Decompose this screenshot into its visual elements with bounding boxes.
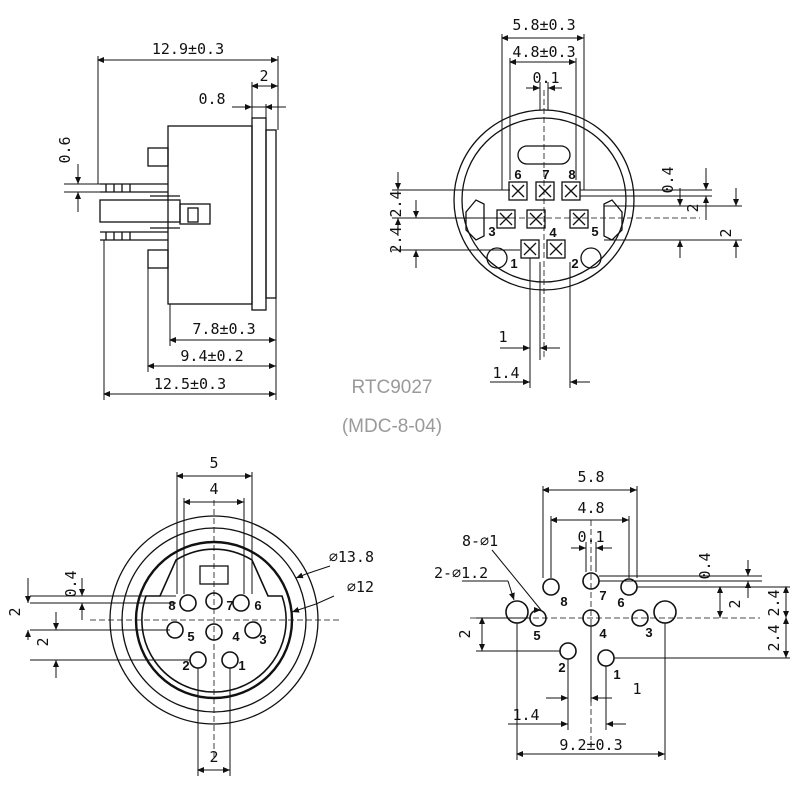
- pcb-pin-6: 6: [617, 595, 624, 610]
- rear-pads: [496, 181, 589, 259]
- rear-pin-7: 7: [542, 167, 549, 182]
- front-dim-inner-width: 4: [209, 480, 218, 498]
- front-dim-diameter-outer: ⌀13.8: [329, 548, 374, 566]
- rear-dim-center-offset: 0.1: [532, 69, 559, 87]
- rear-hole-right: [580, 247, 602, 269]
- pcb-dim-row-pitch-a: 2.4: [765, 589, 783, 616]
- front-pin-6: 6: [254, 598, 261, 613]
- front-pin-1: 1: [238, 658, 245, 673]
- rear-pin-4: 4: [549, 225, 557, 240]
- pcb-pin-3: 3: [645, 625, 652, 640]
- rear-dim-pitch-large: 1.4: [492, 364, 519, 382]
- pcb-dim-hole-large: 2-⌀1.2: [434, 564, 488, 582]
- part-model: (MDC-8-04): [342, 416, 442, 437]
- pcb-dim-center-offset: 0.1: [577, 528, 604, 546]
- front-view: [25, 472, 340, 776]
- front-pin-4: 4: [232, 629, 240, 644]
- pcb-pin-5: 5: [533, 628, 540, 643]
- dim-pin-thickness: 0.6: [56, 136, 74, 163]
- front-dim-diameter-inner: ⌀12: [347, 578, 374, 596]
- rear-pin-6: 6: [514, 167, 521, 182]
- rear-dim-side-gap-a: 2: [684, 203, 702, 212]
- front-dim-bottom-width: 2: [209, 748, 218, 766]
- side-view-dims: 12.9±0.3 2 0.8 0.6 7.8±0.3 9.4±0.2 12.5±…: [56, 40, 269, 393]
- pcb-dim-left-gap: 2: [456, 629, 474, 638]
- pcb-layout-dims: 5.8 4.8 0.1 8-⌀1 2-⌀1.2 0.4 2 2.4 2.4 2 …: [434, 468, 783, 754]
- front-pin-5: 5: [187, 629, 194, 644]
- dim-body-depth-3: 12.5±0.3: [154, 375, 226, 393]
- rear-hole-left: [486, 247, 508, 269]
- pcb-dim-right-gap: 2: [726, 599, 744, 608]
- front-pin-7: 7: [226, 598, 233, 613]
- pcb-dim-hole-small: 8-⌀1: [462, 532, 498, 550]
- pcb-dim-width-inner: 4.8: [577, 499, 604, 517]
- front-dim-left-gap-b: 2: [34, 637, 52, 646]
- part-title: RTC9027 (MDC-8-04): [342, 377, 442, 437]
- rear-pin-2: 2: [571, 256, 578, 271]
- pcb-pin-7: 7: [599, 588, 606, 603]
- pcb-layout: [462, 486, 790, 760]
- front-pin-3: 3: [259, 632, 266, 647]
- dim-flange-thickness: 2: [259, 67, 268, 85]
- side-front-shell: [265, 129, 277, 299]
- rear-pin-3: 3: [488, 224, 495, 239]
- dim-body-depth-1: 7.8±0.3: [192, 320, 255, 338]
- dim-overall-length: 12.9±0.3: [152, 40, 224, 58]
- pcb-dim-total-width: 9.2±0.3: [559, 736, 622, 754]
- pcb-pin-2: 2: [558, 660, 565, 675]
- rear-pin-1: 1: [510, 256, 517, 271]
- part-number: RTC9027: [352, 377, 433, 398]
- rear-dim-side-gap-b: 2: [717, 228, 735, 237]
- pcb-pin-8: 8: [560, 594, 567, 609]
- dim-flange-offset: 0.8: [198, 90, 225, 108]
- side-view: [64, 56, 286, 400]
- dim-body-depth-2: 9.4±0.2: [180, 347, 243, 365]
- rear-pin-labels: 6 7 8 3 4 5 1 2: [488, 167, 598, 271]
- rear-dim-pin-square: 0.4: [659, 166, 677, 193]
- front-dim-outer-width: 5: [209, 454, 218, 472]
- rear-dim-row-pitch-a: 2.4: [387, 190, 405, 217]
- front-dim-key-height: 0.4: [62, 570, 80, 597]
- front-pin-8: 8: [168, 598, 175, 613]
- rear-dim-row-pitch-b: 2.4: [387, 226, 405, 253]
- side-flange: [251, 117, 267, 311]
- pcb-pin-4: 4: [599, 626, 607, 641]
- rear-dim-width-outer: 5.8±0.3: [512, 16, 575, 34]
- rear-pin-8: 8: [568, 167, 575, 182]
- pcb-pin-1: 1: [613, 667, 620, 682]
- rear-dim-width-inner: 4.8±0.3: [512, 43, 575, 61]
- pcb-dim-row-pitch-b: 2.4: [765, 624, 783, 651]
- pcb-dim-width-outer: 5.8: [577, 468, 604, 486]
- pcb-pin-labels: 8 7 6 5 4 3 2 1: [533, 588, 652, 682]
- pcb-dim-pad-square: 0.4: [696, 552, 714, 579]
- rear-view: [392, 34, 742, 388]
- pcb-dim-pitch-large: 1.4: [512, 706, 539, 724]
- front-pin-2: 2: [182, 658, 189, 673]
- rear-pin-5: 5: [591, 224, 598, 239]
- rear-view-dims: 5.8±0.3 4.8±0.3 0.1 0.4 2.4 2.4 2 2 1 1.…: [387, 16, 735, 382]
- front-pin-labels: 8 7 6 5 4 3 2 1: [168, 598, 266, 673]
- pcb-dim-pitch-small: 1: [632, 680, 641, 698]
- front-dim-left-gap-a: 2: [6, 607, 24, 616]
- front-view-dims: 5 4 ⌀13.8 ⌀12 0.4 2 2 2: [6, 454, 374, 766]
- rear-dim-pitch-small: 1: [498, 328, 507, 346]
